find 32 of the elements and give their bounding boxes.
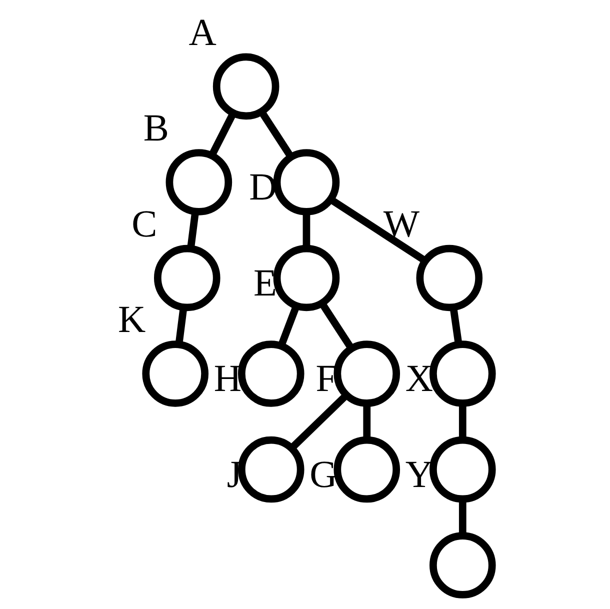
connector	[318, 301, 354, 350]
node-circle	[273, 244, 340, 312]
node-circle	[212, 53, 280, 120]
node-label: X	[405, 358, 434, 400]
node-label: A	[188, 12, 216, 54]
connector	[363, 404, 371, 440]
connector	[302, 212, 310, 248]
connector	[328, 196, 428, 264]
node-circle	[416, 244, 483, 312]
node-label: J	[226, 454, 242, 496]
node-label: G	[310, 454, 338, 496]
node-circle	[166, 149, 232, 216]
node-circle	[334, 436, 400, 503]
node-circle	[154, 244, 220, 312]
node-label: H	[214, 358, 242, 400]
connector	[208, 112, 236, 158]
node-label: K	[118, 299, 146, 342]
node-circle	[430, 436, 496, 503]
connector	[258, 110, 294, 159]
node-label: F	[316, 358, 338, 400]
node-circle	[238, 436, 304, 503]
connector	[458, 404, 466, 440]
node-circle	[142, 340, 208, 407]
node-label: Y	[405, 454, 434, 496]
node-label: W	[383, 203, 420, 246]
connector	[289, 392, 349, 451]
node-circle	[430, 532, 496, 598]
node-circle	[273, 149, 340, 216]
node-label: C	[132, 203, 158, 246]
node-circle	[334, 340, 400, 407]
node-label: B	[143, 108, 169, 150]
node-label: E	[254, 262, 277, 304]
